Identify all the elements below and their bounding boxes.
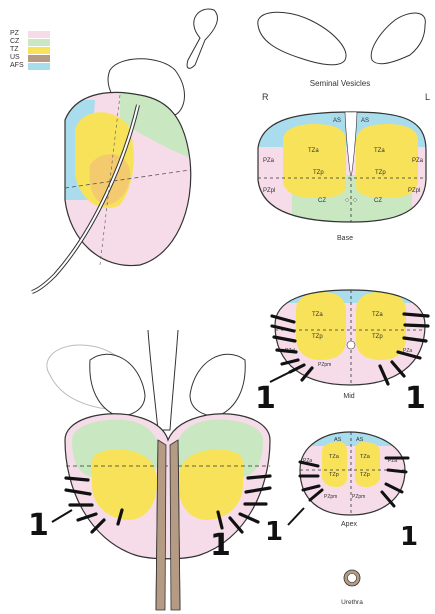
base-cz-right: CZ [318, 198, 326, 204]
base-tzp-right: TZp [313, 170, 324, 176]
urethra-view: Urethra [341, 570, 363, 606]
coronal-annotation-pointer [52, 510, 72, 522]
apex-tzp-right: TZp [329, 472, 339, 478]
urethra-lumen [348, 574, 357, 583]
mid-annotation-left: 1 [405, 381, 426, 416]
apex-lesion-stroke [388, 470, 406, 472]
apex-label: Apex [341, 521, 357, 528]
mid-view: TZa TZa TZp TZp PZpl PZa PZpm 1 1 Mid [255, 285, 430, 416]
mid-lesion-stroke [404, 314, 428, 316]
coronal-annotation-right: 1 [28, 508, 49, 543]
mid-tza-left: TZa [372, 312, 383, 318]
mid-lesion-stroke [277, 350, 296, 352]
apex-tz-left [355, 442, 380, 487]
coronal-lesion-stroke [66, 478, 88, 480]
apex-as-left: AS [356, 437, 364, 443]
mid-tzp-left: TZp [372, 334, 383, 340]
apex-pzpm-left: PZpm [352, 494, 365, 500]
apex-tz-right [322, 442, 347, 487]
apex-pzpm-right: PZpm [324, 494, 337, 500]
base-as-right: AS [333, 118, 341, 124]
coronal-view: 1 1 [28, 330, 270, 610]
urethra-label: Urethra [341, 599, 363, 606]
mid-tz-right [296, 292, 346, 360]
base-duct-right [346, 199, 349, 202]
mid-tza-right: TZa [312, 312, 323, 318]
base-tza-left: TZa [374, 148, 385, 154]
apex-view: AS AS TZa TZa TZp TZp PZa PZa PZpm PZpm … [265, 428, 418, 552]
mid-tz-left [356, 292, 406, 360]
base-cz-left: CZ [374, 198, 382, 204]
base-tzp-left: TZp [375, 170, 386, 176]
apex-annotation-right: 1 [265, 517, 283, 547]
side-right-label: R [262, 92, 269, 102]
apex-annotation-pointer [288, 508, 304, 525]
apex-tza-right: TZa [329, 454, 340, 460]
mid-afs [270, 285, 430, 303]
base-as-left: AS [361, 118, 369, 124]
base-tz-left [356, 124, 418, 198]
seminal-vesicles-label: Seminal Vesicles [310, 79, 370, 88]
coronal-annotation-left: 1 [210, 528, 231, 563]
base-view: AS AS TZa TZa TZp TZp PZa PZa PZpl PZpl … [255, 105, 430, 242]
base-duct-left [354, 199, 357, 202]
base-tz-right [283, 124, 346, 198]
mid-tzp-right: TZp [312, 334, 323, 340]
seminal-vesicle-left [371, 13, 425, 64]
seminal-vesicle-right [258, 12, 346, 65]
base-tza-right: TZa [308, 148, 319, 154]
coronal-lesion-stroke [248, 476, 270, 478]
apex-as-right: AS [334, 437, 342, 443]
sagittal-view [32, 9, 217, 292]
base-label: Base [337, 235, 353, 242]
mid-lesion-stroke [405, 325, 428, 326]
apex-tzp-left: TZp [360, 472, 370, 478]
base-pza-right: PZa [263, 158, 275, 164]
sagittal-seminal-vesicle-upper [187, 9, 217, 68]
coronal-urethral-sphincter-left [170, 440, 180, 610]
seminal-vesicles-view: Seminal Vesicles R L [258, 12, 430, 102]
apex-tza-left: TZa [360, 454, 371, 460]
mid-annotation-pointer-right [270, 372, 290, 382]
apex-annotation-left: 1 [400, 522, 418, 552]
mid-urethra [347, 341, 355, 349]
mid-pzpm-right: PZpm [318, 362, 331, 368]
base-pzpl-left: PZpl [408, 188, 420, 194]
coronal-urethral-sphincter-right [156, 440, 166, 610]
mid-label: Mid [343, 393, 354, 400]
apex-afs [295, 428, 410, 446]
mid-annotation-right: 1 [255, 381, 276, 416]
base-pzpl-right: PZpl [263, 188, 275, 194]
coronal-seminal-vesicle-left [190, 354, 245, 415]
coronal-ducts [148, 330, 178, 430]
base-pza-left: PZa [412, 158, 424, 164]
side-left-label: L [425, 92, 430, 102]
